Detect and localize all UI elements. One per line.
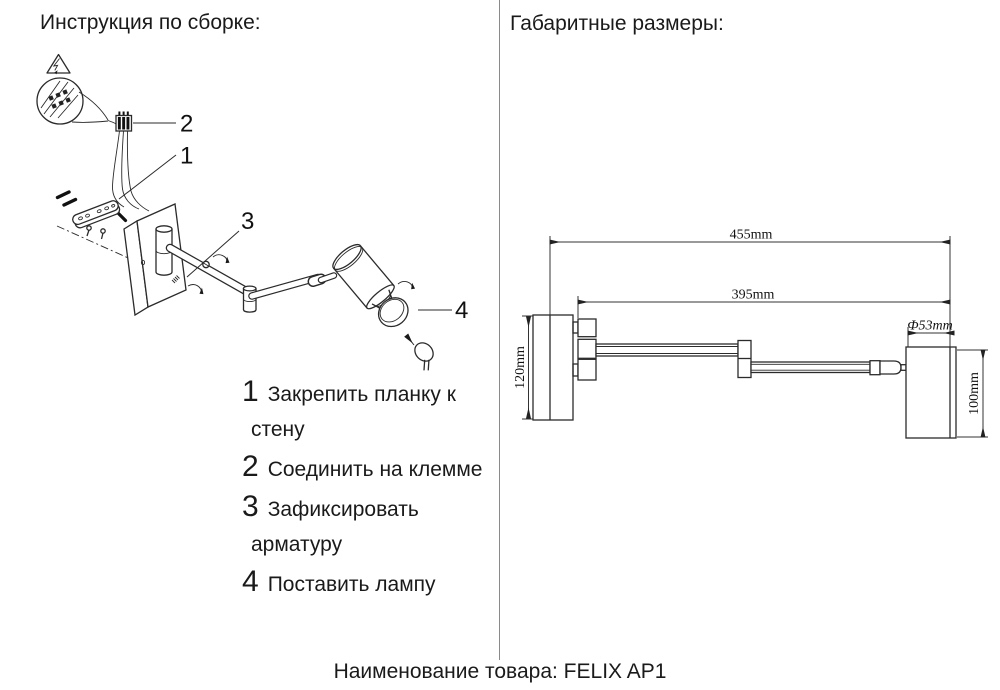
arm-segment-2	[248, 272, 338, 300]
mounting-bar	[72, 200, 121, 229]
arm-segment-1	[165, 243, 251, 296]
part-label-1: 1	[180, 143, 193, 170]
power-wires	[112, 130, 150, 212]
swivel-connector	[869, 360, 881, 376]
terminal-detail-bubble	[36, 77, 117, 125]
part-label-3: 3	[241, 208, 254, 235]
socket-rotation-arrow	[397, 281, 416, 290]
wall-plate	[123, 203, 187, 317]
part-label-2: 2	[180, 111, 193, 138]
dimension-plate-height: 120mm	[513, 316, 531, 419]
plate-fixing-screw	[171, 275, 204, 295]
arm-2-side	[750, 361, 871, 374]
bracket-block	[577, 338, 597, 359]
product-name-caption: Наименование товара: FELIX AP1	[333, 660, 667, 683]
dimension-head-height: 100mm	[967, 349, 986, 438]
part-label-4: 4	[455, 297, 468, 324]
step-line: арматуру	[251, 533, 343, 556]
step-line: стену	[251, 418, 305, 441]
part-callouts: 2 1 3 4	[118, 111, 468, 324]
small-screws	[86, 225, 106, 240]
dimension-head-height-label: 100mm	[967, 372, 982, 415]
wall-plate-side	[532, 314, 574, 421]
vertical-divider	[499, 0, 500, 660]
lamp-side-view	[532, 314, 957, 439]
assembly-diagram: 2 1 3 4	[36, 53, 468, 371]
dimension-overall-width: 455mm	[549, 228, 951, 245]
assembly-section-title: Инструкция по сборке:	[40, 11, 261, 34]
spot-bulb	[404, 333, 434, 371]
bracket-block	[577, 318, 597, 338]
dimensions-diagram: 455mm 395mm Ф53mm 120mm 100mm	[513, 228, 988, 439]
dimension-arm-length: 395mm	[577, 288, 951, 305]
bracket-block	[577, 358, 597, 381]
dimensions-section-title: Габаритные размеры:	[510, 12, 724, 35]
terminal-block	[115, 111, 133, 132]
dimension-head-diameter: Ф53mm	[907, 319, 955, 336]
dimension-plate-height-label: 120mm	[513, 346, 528, 389]
lamp-head	[332, 243, 409, 328]
dimension-head-diameter-label: Ф53mm	[907, 319, 952, 334]
dimension-arm-length-label: 395mm	[732, 288, 775, 303]
dimension-overall-width-label: 455mm	[730, 228, 773, 243]
arm-1-side	[595, 343, 739, 357]
arm-fixing-screw	[202, 254, 230, 269]
lamp-head-side	[905, 346, 957, 439]
electric-hazard-icon	[46, 53, 71, 75]
